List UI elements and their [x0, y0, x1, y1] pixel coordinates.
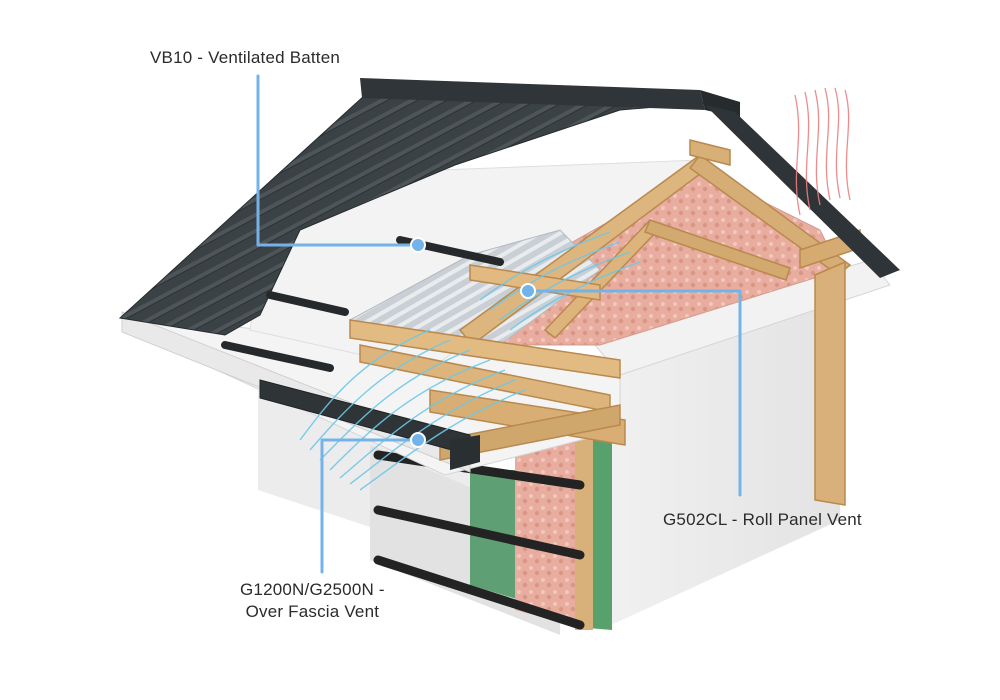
- truss-web-2: [643, 219, 791, 281]
- gable-post: [814, 260, 846, 506]
- g1200-label: G1200N/G2500N - Over Fascia Vent: [240, 579, 385, 623]
- ceiling-joist: [349, 319, 621, 379]
- batten-3: [221, 341, 334, 372]
- roof-sheeting: [118, 78, 900, 336]
- callout-dot-g1200: [410, 432, 426, 448]
- callout-line-g1200: [320, 438, 420, 574]
- ridge-board: [689, 139, 731, 166]
- callout-line-g502cl: [526, 289, 742, 497]
- callout-dots: [410, 237, 536, 448]
- g502cl-label: G502CL - Roll Panel Vent: [663, 510, 862, 529]
- g1200-label-line1: G1200N/G2500N -: [240, 580, 385, 599]
- batten-2: [266, 291, 349, 316]
- wall-plate-2: [439, 404, 621, 461]
- wall-cavity: [373, 370, 612, 630]
- ridge-cap: [360, 78, 705, 110]
- airflow-warm: [794, 87, 851, 216]
- roof-trusses: [349, 139, 861, 506]
- callout-dot-g502cl: [520, 283, 536, 299]
- gutter: [450, 435, 480, 470]
- wall-insulation: [515, 395, 590, 630]
- callout-dot-vb10: [410, 237, 426, 253]
- gable-flashing: [705, 105, 900, 278]
- side-wall-right: [600, 280, 840, 630]
- callout-line-vb10: [256, 74, 420, 247]
- vb10-label: VB10 - Ventilated Batten: [150, 48, 341, 67]
- callouts: [256, 74, 742, 574]
- g1200-label-line2: Over Fascia Vent: [245, 602, 380, 621]
